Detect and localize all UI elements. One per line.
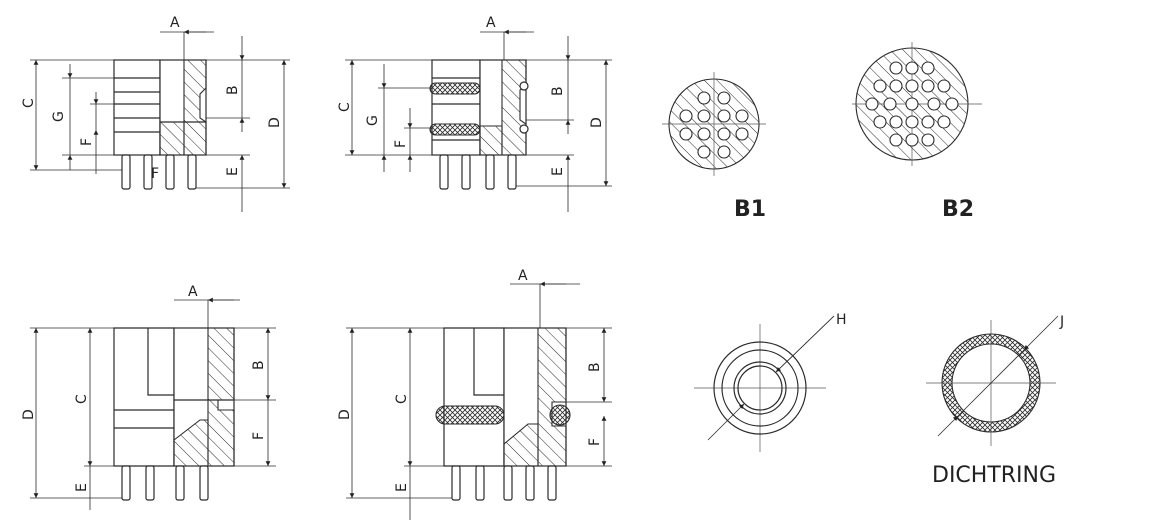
caption-seal: DICHTRING xyxy=(932,463,1056,488)
label-c: C xyxy=(394,394,410,404)
label-d: D xyxy=(21,409,37,420)
view-top-middle: A C G F B E D xyxy=(337,15,612,212)
pins xyxy=(439,154,517,190)
label-h: H xyxy=(836,312,847,328)
caption-b1: B1 xyxy=(734,197,766,222)
label-d: D xyxy=(337,409,353,420)
label-d: D xyxy=(267,117,283,128)
label-b: B xyxy=(550,86,566,96)
label-c: C xyxy=(21,98,37,108)
pins xyxy=(451,465,557,501)
pins xyxy=(121,465,209,501)
label-e: E xyxy=(225,167,241,176)
label-f: F xyxy=(393,140,409,148)
label-b: B xyxy=(587,362,603,372)
label-b: B xyxy=(225,85,241,95)
label-c: C xyxy=(74,394,90,404)
view-bottom-middle: A D C E B F xyxy=(337,268,612,520)
label-d: D xyxy=(589,117,605,128)
seal-ring-j: J DICHTRING xyxy=(926,314,1064,488)
label-e: E xyxy=(74,483,90,492)
label-c: C xyxy=(337,102,353,112)
label-a: A xyxy=(188,284,198,300)
label-e: E xyxy=(394,483,410,492)
caption-b2: B2 xyxy=(942,197,974,222)
pins xyxy=(121,154,197,190)
label-f: F xyxy=(587,438,603,446)
label-e: E xyxy=(550,167,566,176)
view-top-left: A C G F F B E D xyxy=(21,15,290,212)
label-f: F xyxy=(79,138,95,146)
label-g: G xyxy=(365,115,381,126)
pin-layout-b2: B2 xyxy=(852,42,982,222)
label-b: B xyxy=(251,360,267,370)
label-a: A xyxy=(170,15,180,31)
label-j: J xyxy=(1059,314,1064,330)
pin-layout-b1: B1 xyxy=(662,72,766,222)
label-a: A xyxy=(518,268,528,284)
label-f-pin: F xyxy=(151,166,159,182)
ring-h: H xyxy=(694,312,847,452)
label-g: G xyxy=(51,111,67,122)
label-a: A xyxy=(486,15,496,31)
view-bottom-left: A D C E B F xyxy=(21,284,276,510)
label-f: F xyxy=(251,432,267,440)
